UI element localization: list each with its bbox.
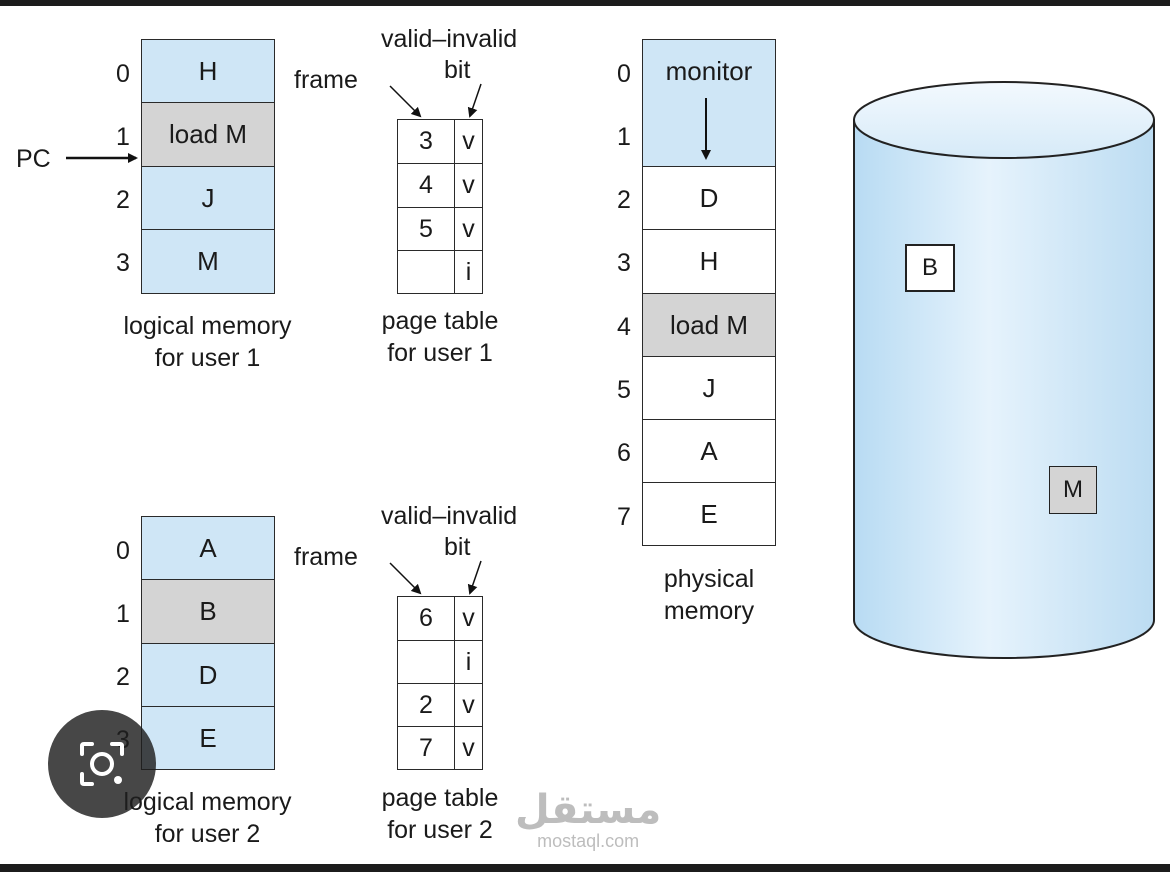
phys-index-5: 5 bbox=[617, 376, 631, 404]
disk-cylinder bbox=[853, 81, 1155, 659]
phys-frame-0: monitor bbox=[642, 39, 776, 103]
u2-pt-frame-3: 7 bbox=[397, 726, 455, 770]
u1-pt-frame-0: 3 bbox=[397, 119, 455, 164]
u2-pt-bit-2: v bbox=[454, 683, 483, 727]
watermark: مستقل mostaql.com bbox=[515, 790, 661, 852]
u2-page-2: D bbox=[141, 643, 275, 707]
physical-caption-line2: memory bbox=[663, 597, 755, 625]
u2-pt-caption-line1: page table bbox=[381, 784, 499, 812]
u1-pt-bit-2: v bbox=[454, 207, 483, 251]
phys-frame-4: load M bbox=[642, 293, 776, 357]
u2-index-2: 2 bbox=[116, 663, 130, 691]
u2-pt-caption-line2: for user 2 bbox=[387, 816, 493, 844]
phys-frame-2: D bbox=[642, 166, 776, 230]
u2-frame-arrow bbox=[389, 562, 422, 595]
phys-frame-7: E bbox=[642, 482, 776, 546]
u2-page-3: E bbox=[141, 706, 275, 770]
u1-vi-label-1: valid–invalid bbox=[381, 25, 518, 53]
bottom-edge bbox=[0, 864, 1170, 872]
u2-vi-label-1: valid–invalid bbox=[381, 502, 518, 530]
u2-pt-caption: page table for user 2 bbox=[355, 782, 525, 846]
u1-logical-caption-line1: logical memory bbox=[123, 312, 292, 340]
u1-frame-label: frame bbox=[294, 66, 358, 94]
phys-index-3: 3 bbox=[617, 249, 631, 277]
lens-glyph-icon bbox=[80, 742, 124, 786]
u2-index-0: 0 bbox=[116, 537, 130, 565]
phys-index-7: 7 bbox=[617, 503, 631, 531]
physical-caption: physical memory bbox=[620, 563, 798, 627]
u2-frame-label: frame bbox=[294, 543, 358, 571]
u1-pt-caption-line1: page table bbox=[381, 307, 499, 335]
u1-pt-bit-3: i bbox=[454, 250, 483, 294]
u1-logical-caption: logical memory for user 1 bbox=[90, 310, 325, 374]
u1-pt-caption-line2: for user 1 bbox=[387, 339, 493, 367]
disk-item-b: B bbox=[905, 244, 955, 292]
u2-pt-bit-0: v bbox=[454, 596, 483, 641]
watermark-arabic: مستقل bbox=[515, 787, 662, 833]
u1-index-2: 2 bbox=[116, 186, 130, 214]
phys-index-6: 6 bbox=[617, 439, 631, 467]
top-edge bbox=[0, 0, 1170, 6]
phys-index-1: 1 bbox=[617, 123, 631, 151]
physical-caption-line1: physical bbox=[663, 565, 755, 593]
watermark-url: mostaql.com bbox=[537, 831, 640, 851]
u2-vi-label-2: bit bbox=[444, 533, 471, 561]
u2-pt-bit-1: i bbox=[454, 640, 483, 684]
u1-index-0: 0 bbox=[116, 60, 130, 88]
u1-frame-arrow bbox=[389, 85, 422, 118]
u1-pt-caption: page table for user 1 bbox=[355, 305, 525, 369]
camera-lens-icon[interactable] bbox=[48, 710, 156, 818]
phys-frame-6: A bbox=[642, 419, 776, 483]
phys-index-4: 4 bbox=[617, 313, 631, 341]
u1-pt-frame-3 bbox=[397, 250, 455, 294]
u1-vi-label-2: bit bbox=[444, 56, 471, 84]
u1-pt-bit-0: v bbox=[454, 119, 483, 164]
u1-pt-frame-2: 5 bbox=[397, 207, 455, 251]
u2-logical-caption-line1: logical memory bbox=[123, 788, 292, 816]
u2-logical-caption-line2: for user 2 bbox=[154, 820, 261, 848]
u1-logical-caption-line2: for user 1 bbox=[154, 344, 261, 372]
u1-index-1: 1 bbox=[116, 123, 130, 151]
u1-page-1: load M bbox=[141, 102, 275, 167]
u2-logical-caption: logical memory for user 2 bbox=[90, 786, 325, 850]
u2-bit-arrow bbox=[467, 560, 482, 595]
phys-index-2: 2 bbox=[617, 186, 631, 214]
u1-page-3: M bbox=[141, 229, 275, 294]
phys-index-0: 0 bbox=[617, 60, 631, 88]
u1-bit-arrow bbox=[467, 83, 482, 118]
u2-pt-bit-3: v bbox=[454, 726, 483, 770]
u2-pt-frame-2: 2 bbox=[397, 683, 455, 727]
u2-page-1: B bbox=[141, 579, 275, 644]
pc-label: PC bbox=[16, 145, 51, 173]
u1-pt-frame-1: 4 bbox=[397, 163, 455, 208]
u1-index-3: 3 bbox=[116, 249, 130, 277]
u2-pt-frame-0: 6 bbox=[397, 596, 455, 641]
disk-item-m: M bbox=[1049, 466, 1097, 514]
u2-index-1: 1 bbox=[116, 600, 130, 628]
